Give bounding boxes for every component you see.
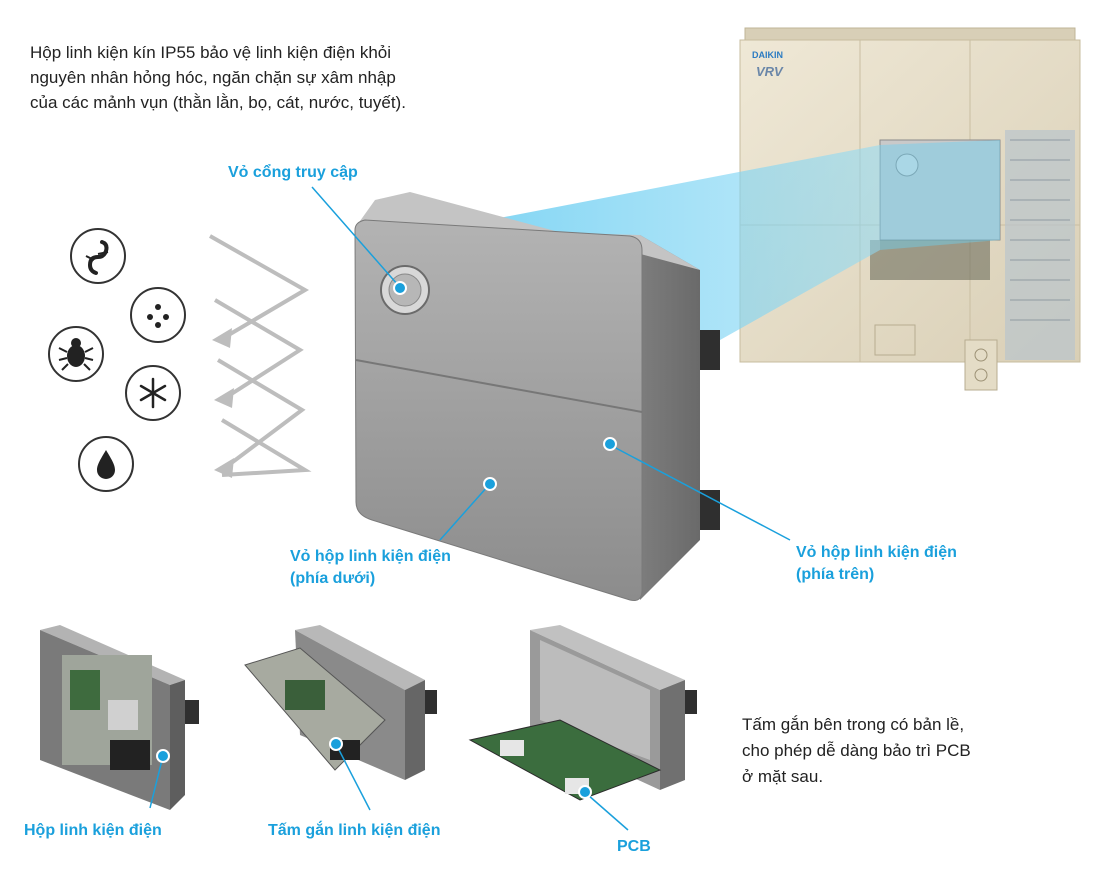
hinge-note: Tấm gắn bên trong có bản lề, cho phép dễ…: [742, 712, 971, 790]
box-open-2: [244, 625, 437, 780]
intro-line: nguyên nhân hỏng hóc, ngăn chặn sự xâm n…: [30, 68, 396, 87]
lower-cover-label: Vỏ hộp linh kiện điện (phía dưới): [290, 546, 451, 590]
intro-text: Hộp linh kiện kín IP55 bảo vệ linh kiện …: [30, 40, 550, 115]
access-cover-marker: [393, 281, 407, 295]
access-cover-label: Vỏ cổng truy cập: [228, 164, 358, 181]
box-open-3: [468, 625, 697, 801]
box-open-1: [40, 625, 199, 810]
hinge-note-line: Tấm gắn bên trong có bản lề,: [742, 715, 965, 734]
sand-icon: [130, 287, 186, 343]
pcb-marker: [578, 785, 592, 799]
hinge-note-line: cho phép dễ dàng bảo trì PCB: [742, 741, 971, 760]
hinge-note-line: ở mặt sau.: [742, 767, 824, 786]
brand-logo: DAIKIN: [752, 50, 783, 60]
lower-cover-label-line1: Vỏ hộp linh kiện điện: [290, 548, 451, 565]
upper-cover-label: Vỏ hộp linh kiện điện (phía trên): [796, 542, 957, 586]
lower-cover-label-line2: (phía dưới): [290, 570, 376, 587]
component-box-marker: [156, 749, 170, 763]
bug-icon: [48, 326, 104, 382]
pcb-label: PCB: [617, 838, 651, 855]
snowflake-icon: [125, 365, 181, 421]
intro-line: Hộp linh kiện kín IP55 bảo vệ linh kiện …: [30, 43, 392, 62]
intro-line: của các mảnh vụn (thằn lằn, bọ, cát, nướ…: [30, 93, 406, 112]
component-box-main: [354, 192, 720, 601]
upper-cover-label-line2: (phía trên): [796, 566, 875, 583]
upper-cover-marker: [603, 437, 617, 451]
upper-cover-label-line1: Vỏ hộp linh kiện điện: [796, 544, 957, 561]
water-drop-icon: [78, 436, 134, 492]
mounting-plate-marker: [329, 737, 343, 751]
mounting-plate-label: Tấm gắn linh kiện điện: [268, 822, 441, 839]
model-logo: VRV: [756, 64, 784, 79]
debris-arrows: [209, 234, 312, 477]
lower-cover-marker: [483, 477, 497, 491]
component-box-label: Hộp linh kiện điện: [24, 822, 162, 839]
lizard-icon: [70, 228, 126, 284]
